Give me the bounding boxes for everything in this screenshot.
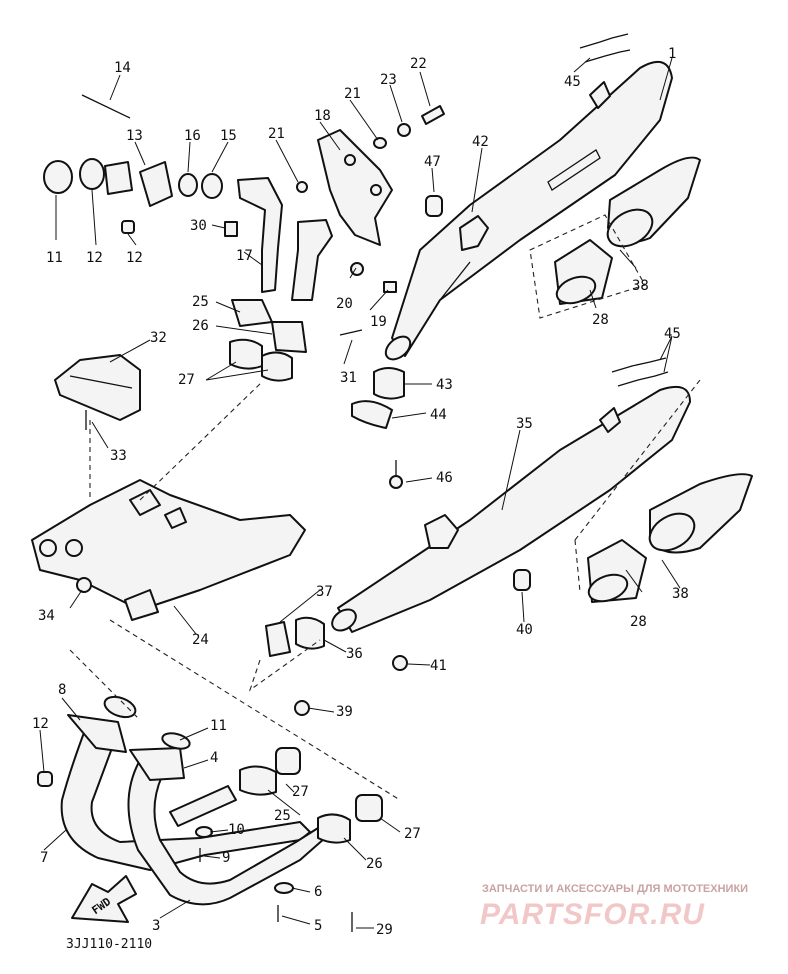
part-label-6: 6 xyxy=(314,884,322,900)
part-label-24: 24 xyxy=(192,632,209,648)
part-label-27b: 27 xyxy=(292,784,309,800)
leader-lines xyxy=(39,57,681,929)
part-label-33: 33 xyxy=(110,448,127,464)
part-label-12c: 12 xyxy=(32,716,49,732)
part-label-11b: 11 xyxy=(210,718,227,734)
part-label-9: 9 xyxy=(222,850,230,866)
upper-springs xyxy=(579,33,631,63)
part-number-labels: 1 45 14 22 23 21 18 13 16 15 21 42 47 30… xyxy=(32,46,689,938)
part-label-7: 7 xyxy=(40,850,48,866)
part-label-34: 34 xyxy=(38,608,55,624)
part-label-43: 43 xyxy=(436,377,453,393)
lower-muffler-end-cap xyxy=(648,473,753,554)
part-label-21: 21 xyxy=(344,86,361,102)
part-label-22: 22 xyxy=(410,56,427,72)
part-label-31: 31 xyxy=(340,370,357,386)
part-label-10: 10 xyxy=(228,822,245,838)
part-label-23: 23 xyxy=(380,72,397,88)
part-label-39: 39 xyxy=(336,704,353,720)
part-label-29: 29 xyxy=(376,922,393,938)
part-label-30: 30 xyxy=(190,218,207,234)
lower-muffler xyxy=(331,386,691,633)
part-label-18: 18 xyxy=(314,108,331,124)
watermark: ЗАПЧАСТИ И АКСЕССУАРЫ ДЛЯ МОТОТЕХНИКИ PA… xyxy=(480,883,748,931)
watermark-brand: PARTSFOR.RU xyxy=(480,898,705,931)
part-label-42: 42 xyxy=(472,134,489,150)
part-label-28b: 28 xyxy=(630,614,647,630)
part-label-21b: 21 xyxy=(268,126,285,142)
part-label-37: 37 xyxy=(316,584,333,600)
part-label-27c: 27 xyxy=(404,826,421,842)
part-label-19: 19 xyxy=(370,314,387,330)
part-label-20: 20 xyxy=(336,296,353,312)
part-label-25b: 25 xyxy=(274,808,291,824)
part-label-12b: 12 xyxy=(126,250,143,266)
part-label-41: 41 xyxy=(430,658,447,674)
part-label-11: 11 xyxy=(46,250,63,266)
diagram-code: 3JJ110-2110 xyxy=(66,937,152,952)
watermark-caption: ЗАПЧАСТИ И АКСЕССУАРЫ ДЛЯ МОТОТЕХНИКИ xyxy=(482,883,748,895)
joint-pipes xyxy=(237,177,333,301)
upper-heat-protector xyxy=(554,239,613,305)
part-label-45b: 45 xyxy=(664,326,681,342)
part-label-12: 12 xyxy=(86,250,103,266)
part-label-5: 5 xyxy=(314,918,322,934)
part-label-13: 13 xyxy=(126,128,143,144)
part-label-47: 47 xyxy=(424,154,441,170)
upper-muffler xyxy=(384,60,673,361)
part-label-35: 35 xyxy=(516,416,533,432)
part-label-26: 26 xyxy=(192,318,209,334)
clamps-upper xyxy=(85,299,405,489)
exhaust-pipe-rear xyxy=(127,747,326,906)
footrest-bracket xyxy=(317,129,393,246)
part-label-15: 15 xyxy=(220,128,237,144)
upper-muffler-end-cap xyxy=(606,156,701,248)
part-label-45: 45 xyxy=(564,74,581,90)
small-fasteners xyxy=(81,94,445,293)
exhaust-pipe-front xyxy=(60,714,311,871)
exhaust-pipe-guide-line xyxy=(69,619,401,801)
part-label-44: 44 xyxy=(430,407,447,423)
part-label-28: 28 xyxy=(592,312,609,328)
part-label-3: 3 xyxy=(152,918,160,934)
part-label-8: 8 xyxy=(58,682,66,698)
lower-small-parts xyxy=(37,695,383,932)
part-label-36: 36 xyxy=(346,646,363,662)
upper-muffler-tip-bracket-line xyxy=(529,214,646,319)
part-label-38: 38 xyxy=(632,278,649,294)
part-label-14: 14 xyxy=(114,60,131,76)
gaskets-and-collars xyxy=(43,158,223,234)
part-label-26b: 26 xyxy=(366,856,383,872)
part-label-17: 17 xyxy=(236,248,253,264)
chamber-protector xyxy=(54,354,141,421)
part-label-32: 32 xyxy=(150,330,167,346)
part-label-38b: 38 xyxy=(672,586,689,602)
lower-heat-protector xyxy=(587,539,647,603)
part-label-40: 40 xyxy=(516,622,533,638)
part-label-46: 46 xyxy=(436,470,453,486)
part-label-16: 16 xyxy=(184,128,201,144)
forward-direction-arrow: FWD xyxy=(71,875,137,923)
center-chamber xyxy=(31,479,306,621)
lower-springs xyxy=(611,357,669,387)
part-label-27: 27 xyxy=(178,372,195,388)
clamps-lower xyxy=(76,569,531,716)
chamber-guide-line xyxy=(89,381,263,501)
part-label-25: 25 xyxy=(192,294,209,310)
lower-muffler-tip-bracket-line xyxy=(574,379,701,593)
part-label-4: 4 xyxy=(210,750,218,766)
part-label-1: 1 xyxy=(668,46,676,62)
